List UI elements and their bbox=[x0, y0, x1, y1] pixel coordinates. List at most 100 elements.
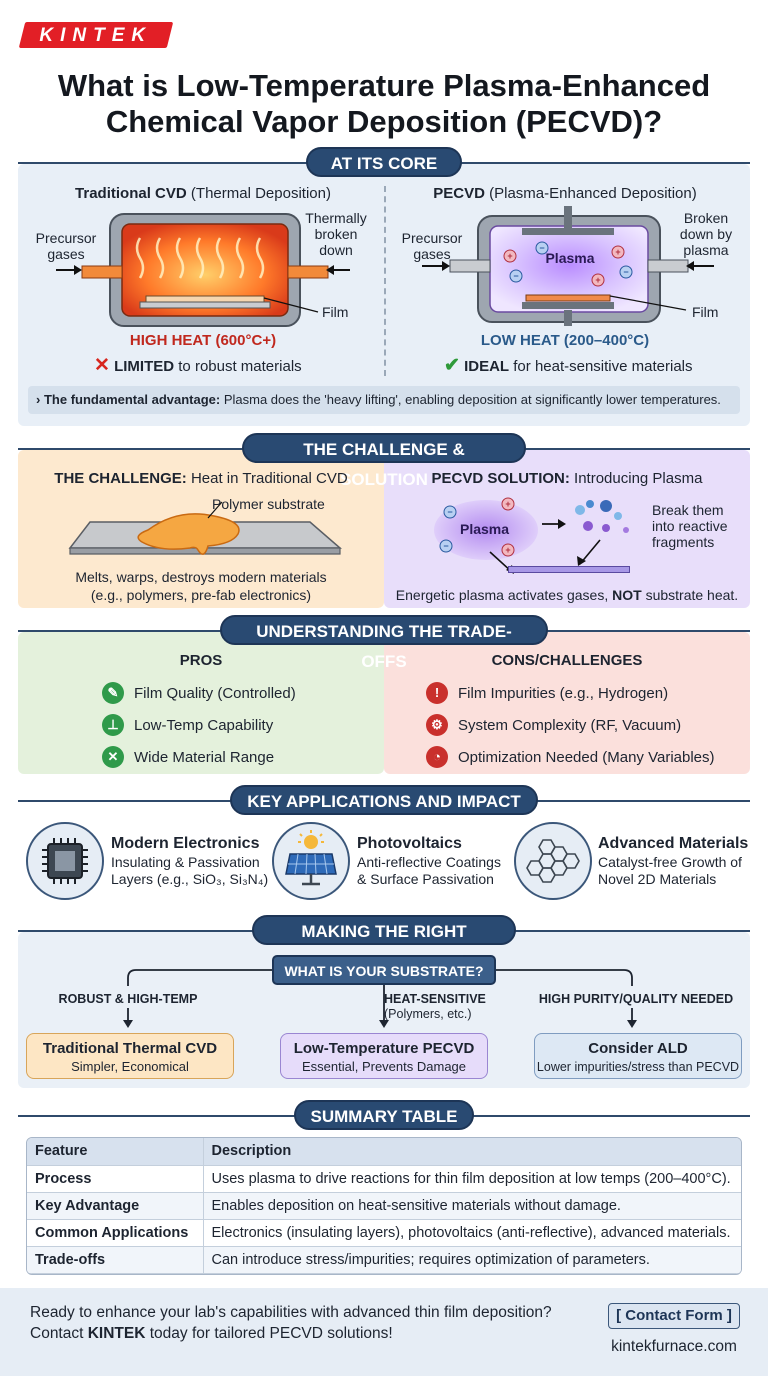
option-ald: Consider ALD Lower impurities/stress tha… bbox=[534, 1033, 742, 1079]
thermometer-icon: ⊥ bbox=[102, 714, 124, 736]
advantage-banner: › The fundamental advantage: Plasma does… bbox=[28, 386, 740, 414]
logo-text: KINTEK bbox=[39, 25, 153, 46]
branch-label-robust: ROBUST & HIGH-TEMP bbox=[58, 992, 198, 1006]
svg-text:+: + bbox=[615, 247, 620, 257]
summary-table: Feature Description Process Uses plasma … bbox=[26, 1137, 742, 1275]
polymer-label: Polymer substrate bbox=[212, 496, 325, 512]
pros-title: PROS bbox=[179, 652, 223, 669]
list-item: ⚙ System Complexity (RF, Vacuum) bbox=[426, 709, 715, 741]
cvd-heat-label: HIGH HEAT (600°C+) bbox=[129, 332, 277, 349]
pros-list: ✎ Film Quality (Controlled) ⊥ Low-Temp C… bbox=[102, 677, 296, 773]
table-cell: Trade-offs bbox=[27, 1246, 204, 1274]
section-heading-summary: SUMMARY TABLE bbox=[294, 1100, 474, 1130]
table-row: Common Applications Electronics (insulat… bbox=[27, 1219, 741, 1247]
footer bbox=[0, 1288, 768, 1376]
pecvd-verdict: ✔ IDEAL for heat-sensitive materials bbox=[444, 355, 693, 376]
svg-text:−: − bbox=[539, 243, 544, 253]
table-row: Key Advantage Enables deposition on heat… bbox=[27, 1192, 741, 1220]
app-advanced-materials: Advanced Materials Catalyst-free Growth … bbox=[598, 835, 749, 887]
cvd-label-film: Film bbox=[322, 304, 349, 320]
table-header-row: Feature Description bbox=[27, 1138, 741, 1166]
svg-text:−: − bbox=[513, 271, 518, 281]
cvd-verdict: ✕ LIMITED to robust materials bbox=[94, 355, 302, 376]
x-mark-icon: ✕ bbox=[94, 355, 110, 376]
substrate-bar bbox=[508, 566, 630, 573]
svg-text:−: − bbox=[623, 267, 628, 277]
table-row: Trade-offs Can introduce stress/impuriti… bbox=[27, 1246, 741, 1274]
table-cell: Uses plasma to drive reactions for thin … bbox=[203, 1165, 741, 1193]
melting-substrate-illustration bbox=[68, 501, 343, 555]
pecvd-heat-label: LOW HEAT (200–400°C) bbox=[480, 332, 650, 349]
pecvd-title: PECVD (Plasma-Enhanced Deposition) bbox=[433, 185, 697, 202]
challenge-title: THE CHALLENGE: Heat in Traditional CVD bbox=[54, 470, 348, 487]
thermal-chamber-diagram bbox=[56, 213, 350, 327]
svg-text:+: + bbox=[505, 545, 510, 555]
app-electronics: Modern Electronics Insulating & Passivat… bbox=[111, 835, 269, 887]
substrate-question: WHAT IS YOUR SUBSTRATE? bbox=[272, 955, 496, 985]
table-cell: Key Advantage bbox=[27, 1192, 204, 1220]
svg-text:−: − bbox=[443, 541, 448, 551]
column-header: Description bbox=[203, 1138, 741, 1166]
table-cell: Common Applications bbox=[27, 1219, 204, 1247]
solution-title: PECVD SOLUTION: Introducing Plasma bbox=[431, 470, 703, 487]
pecvd-label-film: Film bbox=[692, 304, 719, 320]
challenge-caption: Melts, warps, destroys modern materials … bbox=[75, 569, 327, 603]
fragments-label: Break them into reactive fragments bbox=[652, 502, 728, 550]
cons-title: CONS/CHALLENGES bbox=[491, 652, 643, 669]
list-item: ⊥ Low-Temp Capability bbox=[102, 709, 296, 741]
pecvd-plasma-label: Plasma bbox=[545, 250, 595, 266]
svg-text:+: + bbox=[507, 251, 512, 261]
gauge-icon: ◔ bbox=[426, 746, 448, 768]
page-title: What is Low-Temperature Plasma-Enhanced … bbox=[57, 68, 711, 139]
exclamation-icon: ! bbox=[426, 682, 448, 704]
list-item: ◔ Optimization Needed (Many Variables) bbox=[426, 741, 715, 773]
decision-connectors bbox=[123, 969, 637, 1028]
section-heading-choice: MAKING THE RIGHT CHOICE bbox=[252, 915, 516, 971]
cvd-title: Traditional CVD (Thermal Deposition) bbox=[75, 185, 331, 202]
branch-label-purity: HIGH PURITY/QUALITY NEEDED bbox=[538, 992, 734, 1006]
solution-caption: Energetic plasma activates gases, NOT su… bbox=[395, 587, 739, 603]
list-item: ✎ Film Quality (Controlled) bbox=[102, 677, 296, 709]
core-divider bbox=[384, 186, 386, 376]
option-pecvd: Low-Temperature PECVD Essential, Prevent… bbox=[280, 1033, 488, 1079]
chevron-right-icon: › bbox=[36, 392, 41, 407]
app-photovoltaics: Photovoltaics Anti-reflective Coatings &… bbox=[357, 835, 501, 887]
kintek-logo: KINTEK bbox=[18, 22, 174, 48]
list-item: ✕ Wide Material Range bbox=[102, 741, 296, 773]
section-heading-core: AT ITS CORE bbox=[306, 147, 462, 177]
cvd-label-precursor: Precursor gases bbox=[35, 230, 97, 262]
hexagon-lattice-icon bbox=[514, 822, 592, 900]
list-item: ! Film Impurities (e.g., Hydrogen) bbox=[426, 677, 715, 709]
branch-label-heat: HEAT-SENSITIVE (Polymers, etc.) bbox=[384, 992, 486, 1021]
section-heading-challenge: THE CHALLENGE & SOLUTION bbox=[242, 433, 526, 489]
pros-panel bbox=[18, 632, 384, 774]
cons-list: ! Film Impurities (e.g., Hydrogen) ⚙ Sys… bbox=[426, 677, 715, 773]
section-heading-tradeoffs: UNDERSTANDING THE TRADE-OFFS bbox=[220, 615, 548, 671]
svg-text:−: − bbox=[447, 507, 452, 517]
table-cell: Enables deposition on heat-sensitive mat… bbox=[203, 1192, 741, 1220]
svg-text:+: + bbox=[595, 275, 600, 285]
solar-panel-icon bbox=[272, 822, 350, 900]
edit-icon: ✎ bbox=[102, 682, 124, 704]
website-link[interactable]: kintekfurnace.com bbox=[611, 1338, 737, 1355]
section-heading-applications: KEY APPLICATIONS AND IMPACT bbox=[230, 785, 538, 815]
table-cell: Can introduce stress/impurities; require… bbox=[203, 1246, 741, 1274]
plasma-chamber-diagram: + − − + − + bbox=[422, 206, 714, 326]
pecvd-label-precursor: Precursor gases bbox=[401, 230, 463, 262]
solution-plasma-label: Plasma bbox=[460, 521, 510, 537]
check-mark-icon: ✔ bbox=[444, 355, 460, 376]
svg-text:+: + bbox=[505, 499, 510, 509]
column-header: Feature bbox=[27, 1138, 204, 1166]
table-row: Process Uses plasma to drive reactions f… bbox=[27, 1165, 741, 1193]
pecvd-label-broken: Broken down by plasma bbox=[679, 210, 733, 258]
cvd-label-broken: Thermally broken down bbox=[305, 210, 367, 258]
table-cell: Process bbox=[27, 1165, 204, 1193]
tools-icon: ✕ bbox=[102, 746, 124, 768]
chip-icon bbox=[26, 822, 104, 900]
contact-form-button[interactable]: [ Contact Form ] bbox=[608, 1303, 740, 1329]
table-cell: Electronics (insulating layers), photovo… bbox=[203, 1219, 741, 1247]
option-thermal-cvd: Traditional Thermal CVD Simpler, Economi… bbox=[26, 1033, 234, 1079]
gear-icon: ⚙ bbox=[426, 714, 448, 736]
plasma-fragments-illustration: − + − + bbox=[434, 497, 629, 574]
footer-cta-text: Ready to enhance your lab's capabilities… bbox=[30, 1304, 552, 1342]
